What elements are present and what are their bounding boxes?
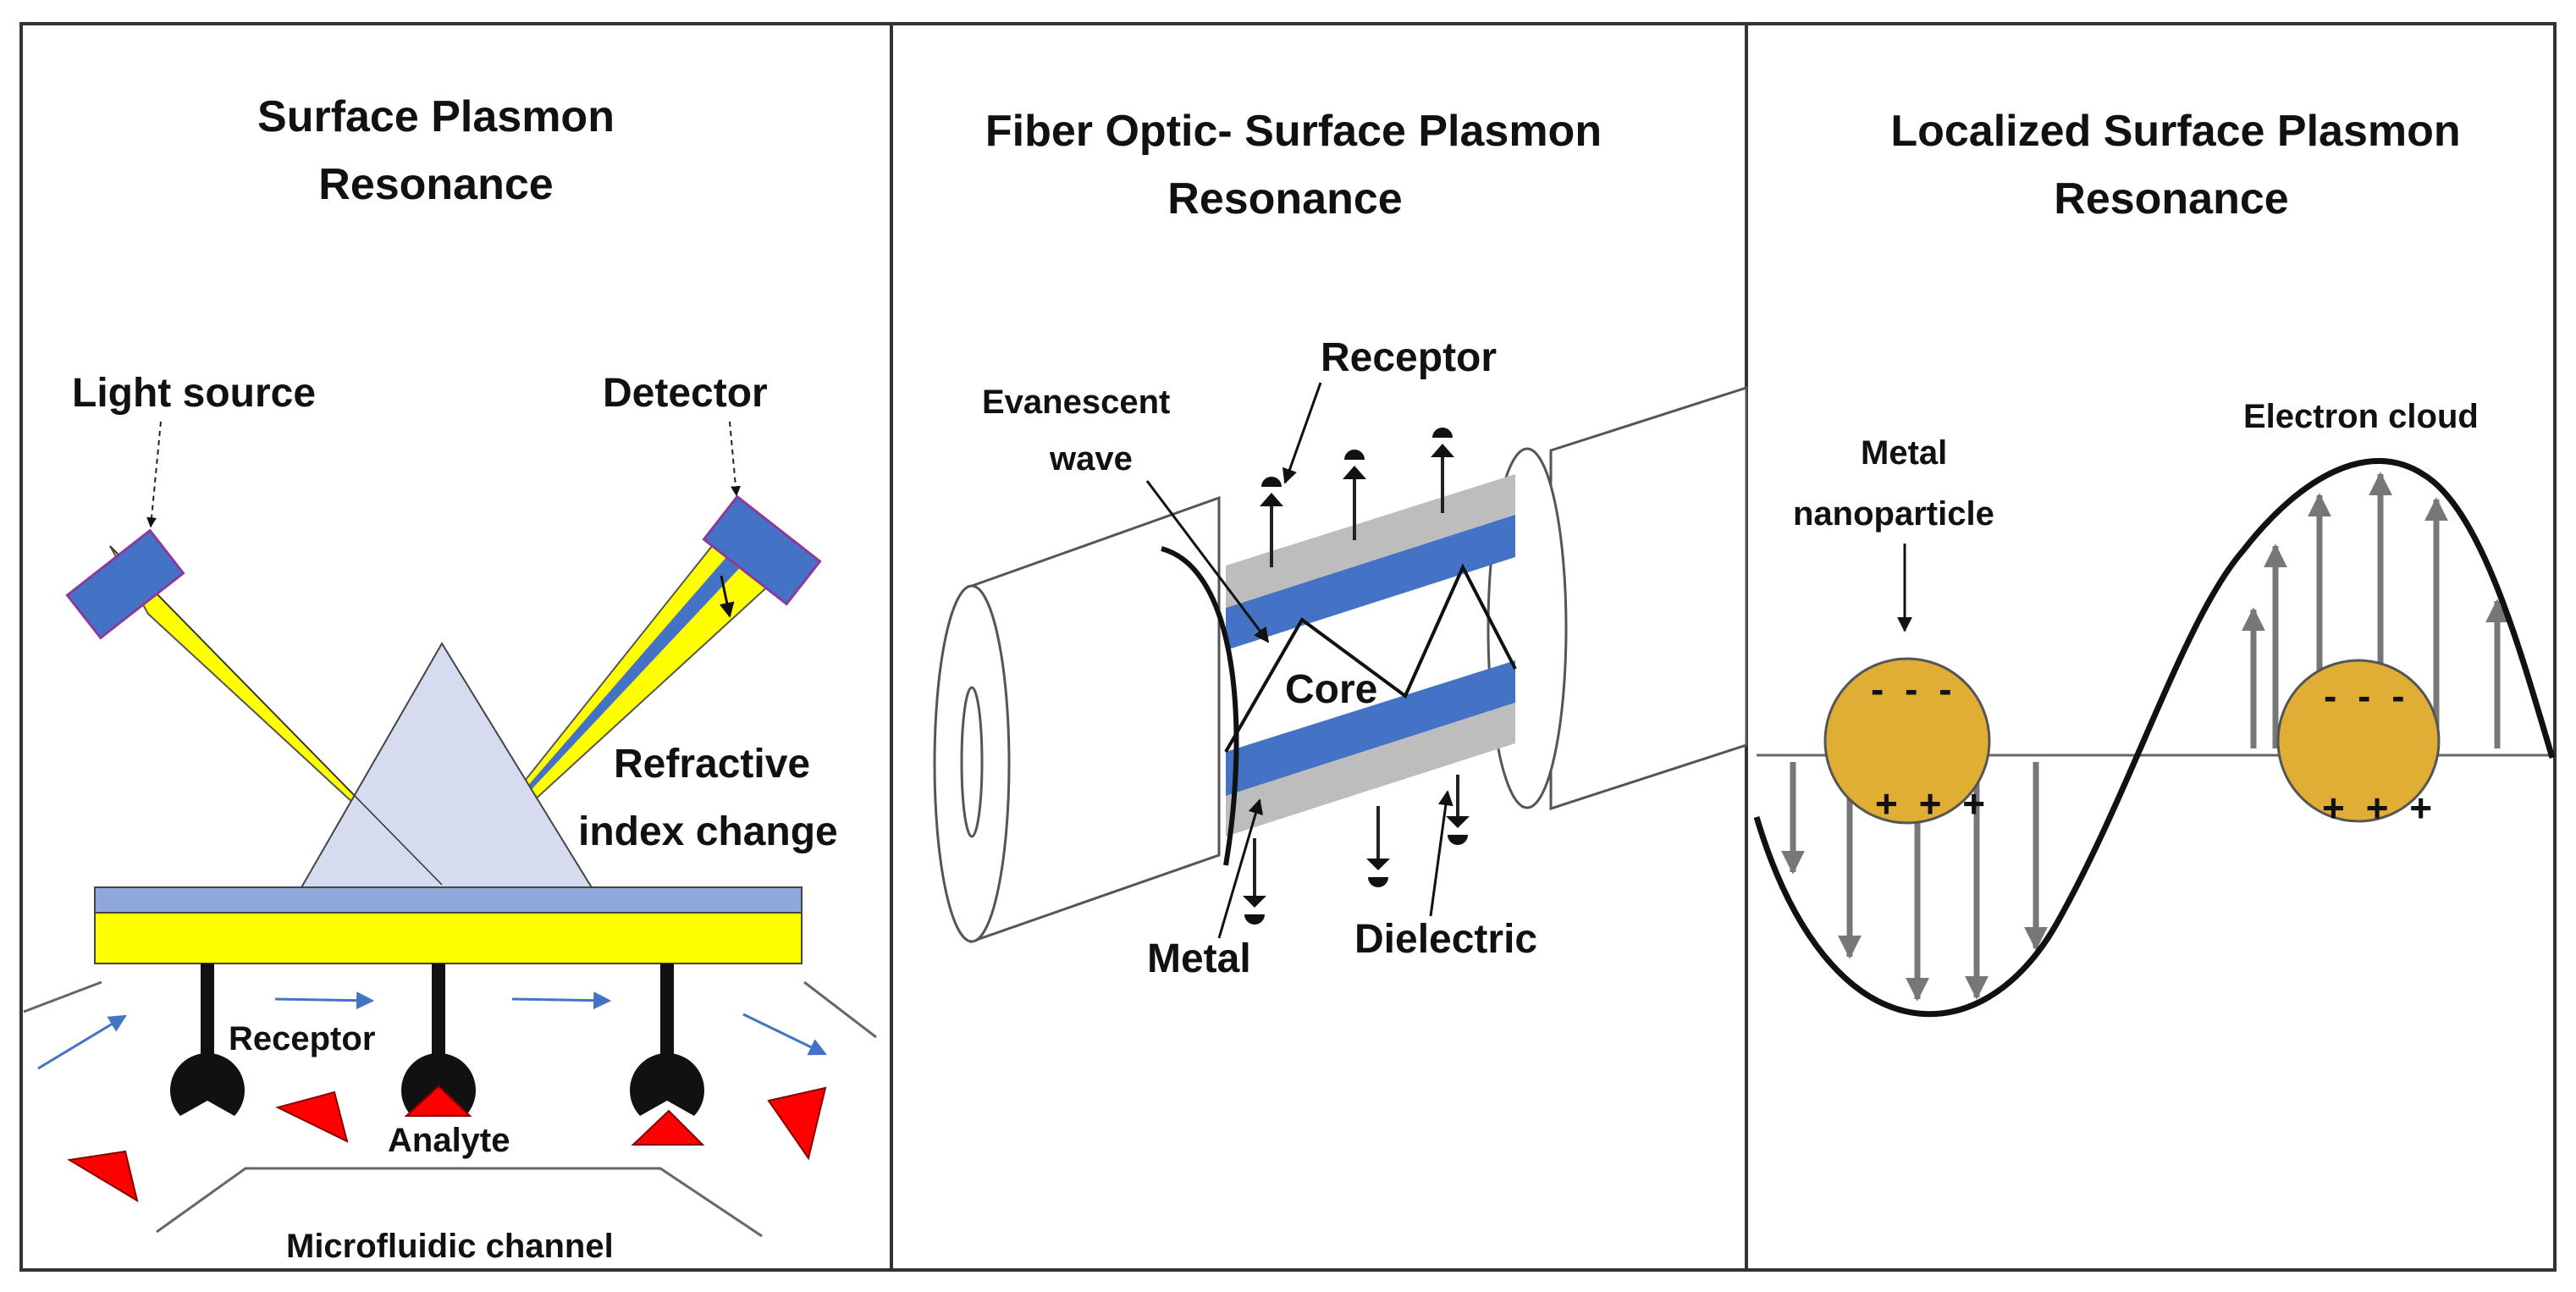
- lspr-title-line1: Localized Surface Plasmon: [1890, 107, 2460, 156]
- nanoparticle-2: [2276, 659, 2441, 823]
- np-label-line2: nanoparticle: [1793, 495, 1994, 533]
- spr-receptor-label: Receptor: [229, 1020, 375, 1057]
- analyte-free-1: [275, 1090, 349, 1143]
- detector-label: Detector: [603, 371, 768, 416]
- evanescent-pointer: [1145, 480, 1270, 643]
- electron-cloud-label: Electron cloud: [2243, 398, 2479, 435]
- evanescent-label-line2: wave: [1049, 440, 1133, 478]
- spr-title-line1: Surface Plasmon: [257, 92, 615, 141]
- detector-pointer: [729, 421, 741, 497]
- channel-wall-top-right: [803, 980, 877, 1039]
- dielectric-bottom: [1226, 703, 1515, 836]
- ri-label-line2: index change: [578, 809, 838, 854]
- metal-bottom: [1226, 660, 1515, 796]
- glass-substrate: [94, 912, 803, 964]
- spr-title-line2: Resonance: [318, 160, 553, 209]
- panel-spr: Surface Plasmon Resonance Light source D…: [23, 92, 877, 1265]
- ri-label-line1: Refractive: [614, 742, 810, 787]
- lspr-title-line2: Resonance: [2054, 174, 2288, 224]
- analyte-bound-2: [631, 1109, 705, 1146]
- metal-label: Metal: [1147, 936, 1251, 981]
- np1-minus: - - -: [1871, 667, 1957, 711]
- np2-plus: + + +: [2322, 786, 2437, 830]
- channel-label: Microfluidic channel: [286, 1228, 614, 1265]
- flow-arrow-1: [37, 1014, 127, 1070]
- panel-fospr: Fiber Optic- Surface Plasmon Resonance: [933, 107, 1748, 981]
- fospr-title-line2: Resonance: [1167, 174, 1402, 224]
- light-zigzag: [1224, 563, 1517, 753]
- flow-arrow-4: [742, 1013, 827, 1056]
- fiber-receptors: [1243, 428, 1470, 925]
- figure-frame: [19, 22, 2557, 1272]
- np2-minus: - - -: [2324, 674, 2410, 718]
- panel-lspr: Localized Surface Plasmon Resonance - - …: [1753, 107, 2556, 1018]
- light-source-block: [65, 528, 185, 640]
- light-source-pointer: [146, 421, 162, 528]
- np1-plus: + + +: [1875, 781, 1990, 825]
- channel-wall-top-left: [23, 980, 102, 1013]
- fiber-receptor-pointer: [1282, 382, 1322, 484]
- dielectric-label: Dielectric: [1354, 917, 1537, 962]
- electric-field-wave: [1753, 458, 2556, 1018]
- fiber-right-section: [1549, 385, 1748, 811]
- light-source-label: Light source: [72, 371, 316, 416]
- analyte-free-3: [767, 1086, 827, 1161]
- analyte-bound-1: [404, 1085, 472, 1117]
- fiber-receptor-label: Receptor: [1321, 335, 1497, 380]
- flow-arrow-2: [274, 991, 375, 1010]
- evanescent-label-line1: Evanescent: [982, 384, 1170, 421]
- shift-arrow: [719, 575, 735, 618]
- core-label: Core: [1285, 667, 1377, 712]
- detector-block: [702, 494, 822, 606]
- metal-film: [94, 886, 803, 914]
- analyte-label: Analyte: [388, 1122, 510, 1159]
- channel-wall-bottom: [156, 1167, 763, 1238]
- nanoparticle-1: [1823, 657, 1991, 825]
- dielectric-pointer: [1429, 790, 1453, 917]
- receptor-2: [401, 963, 476, 1116]
- receptor-1: [170, 963, 245, 1116]
- evanescent-boundary: [1161, 546, 1239, 866]
- receptor-3: [630, 963, 705, 1116]
- analyte-free-2: [67, 1150, 139, 1203]
- fospr-title-line1: Fiber Optic- Surface Plasmon: [985, 107, 1602, 156]
- flow-arrow-3: [511, 991, 612, 1010]
- fiber-left-bore: [960, 686, 984, 838]
- metal-pointer: [1217, 798, 1264, 939]
- np-label-line1: Metal: [1861, 434, 1947, 472]
- metal-top: [1226, 515, 1515, 650]
